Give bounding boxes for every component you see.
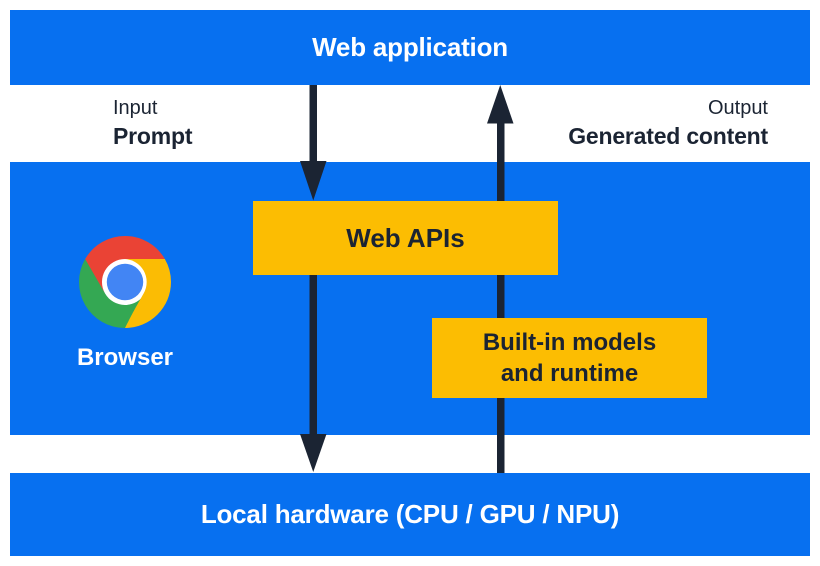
input-arrow-shaft-top: [309, 85, 317, 165]
builtin-models-label-line2: and runtime: [500, 360, 639, 387]
input-arrow-head-bottom: [300, 434, 327, 472]
output-label-block: Output Generated content: [568, 95, 768, 151]
web-apis-label: Web APIs: [346, 222, 465, 253]
builtin-models-label-line1: Built-in models: [482, 329, 657, 356]
input-value: Prompt: [113, 123, 193, 149]
web-apis-box: Web APIs: [253, 201, 558, 275]
input-label-block: Input Prompt: [113, 95, 193, 151]
browser-identity: [79, 235, 171, 329]
chrome-logo-icon: [79, 235, 171, 329]
builtin-models-box: Built-in models and runtime: [432, 318, 707, 398]
input-title: Input: [113, 97, 158, 119]
output-value: Generated content: [568, 123, 768, 149]
local-hardware-bar: Local hardware (CPU / GPU / NPU): [10, 473, 810, 556]
web-application-label: Web application: [312, 32, 508, 62]
local-hardware-label: Local hardware (CPU / GPU / NPU): [200, 499, 620, 529]
web-application-bar: Web application: [10, 10, 810, 85]
output-arrow-head: [487, 85, 514, 124]
browser-label: Browser: [76, 344, 174, 371]
output-title: Output: [707, 97, 768, 119]
